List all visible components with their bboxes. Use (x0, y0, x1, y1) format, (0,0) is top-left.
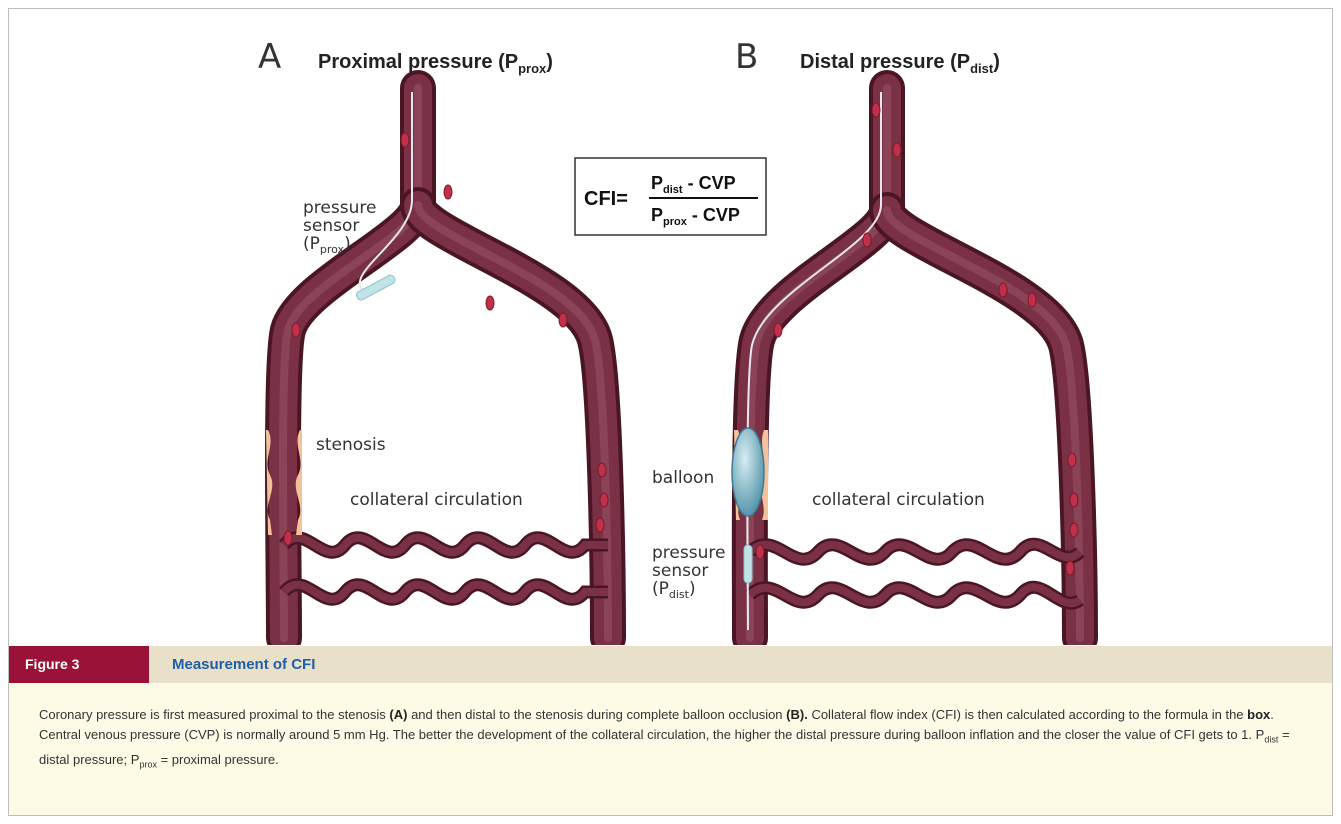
sensor-label-a-line1: pressure (303, 198, 376, 218)
sensor-label-a-line2: sensor (303, 216, 359, 236)
collateral-vessels-a (284, 538, 608, 599)
sensor-label-b-line1: pressure (652, 543, 725, 563)
panel-b-letter: B (735, 37, 758, 77)
formula-lhs: CFI= (584, 188, 628, 210)
panel-b: B Distal pressure (Pdist) (652, 37, 1080, 638)
balloon-label: balloon (652, 468, 714, 488)
figure-illustration: A Proximal pressure (Pprox) (0, 0, 1341, 645)
sensor-label-a-line3: (Pprox) (303, 234, 351, 256)
collateral-vessels-b (750, 544, 1080, 603)
pressure-sensor-b (744, 545, 752, 583)
collateral-label-a: collateral circulation (350, 490, 523, 510)
panel-a-title: Proximal pressure (Pprox) (318, 51, 553, 76)
figure-title: Measurement of CFI (172, 646, 315, 683)
panel-a: A Proximal pressure (Pprox) (258, 37, 608, 638)
figure-number: Figure 3 (9, 646, 149, 683)
stenosis-label: stenosis (316, 435, 386, 455)
caption-text: Coronary pressure is first measured prox… (9, 683, 1332, 815)
panel-b-title: Distal pressure (Pdist) (800, 51, 1000, 76)
cfi-formula-box: CFI= Pdist - CVP Pprox - CVP (575, 158, 766, 235)
blood-cells-a (284, 133, 608, 545)
collateral-label-b: collateral circulation (812, 490, 985, 510)
panel-a-letter: A (258, 37, 281, 77)
caption-title-bar: Figure 3 Measurement of CFI (9, 646, 1332, 683)
sensor-label-b-line2: sensor (652, 561, 708, 581)
sensor-label-b-line3: (Pdist) (652, 579, 696, 601)
balloon (732, 428, 764, 516)
